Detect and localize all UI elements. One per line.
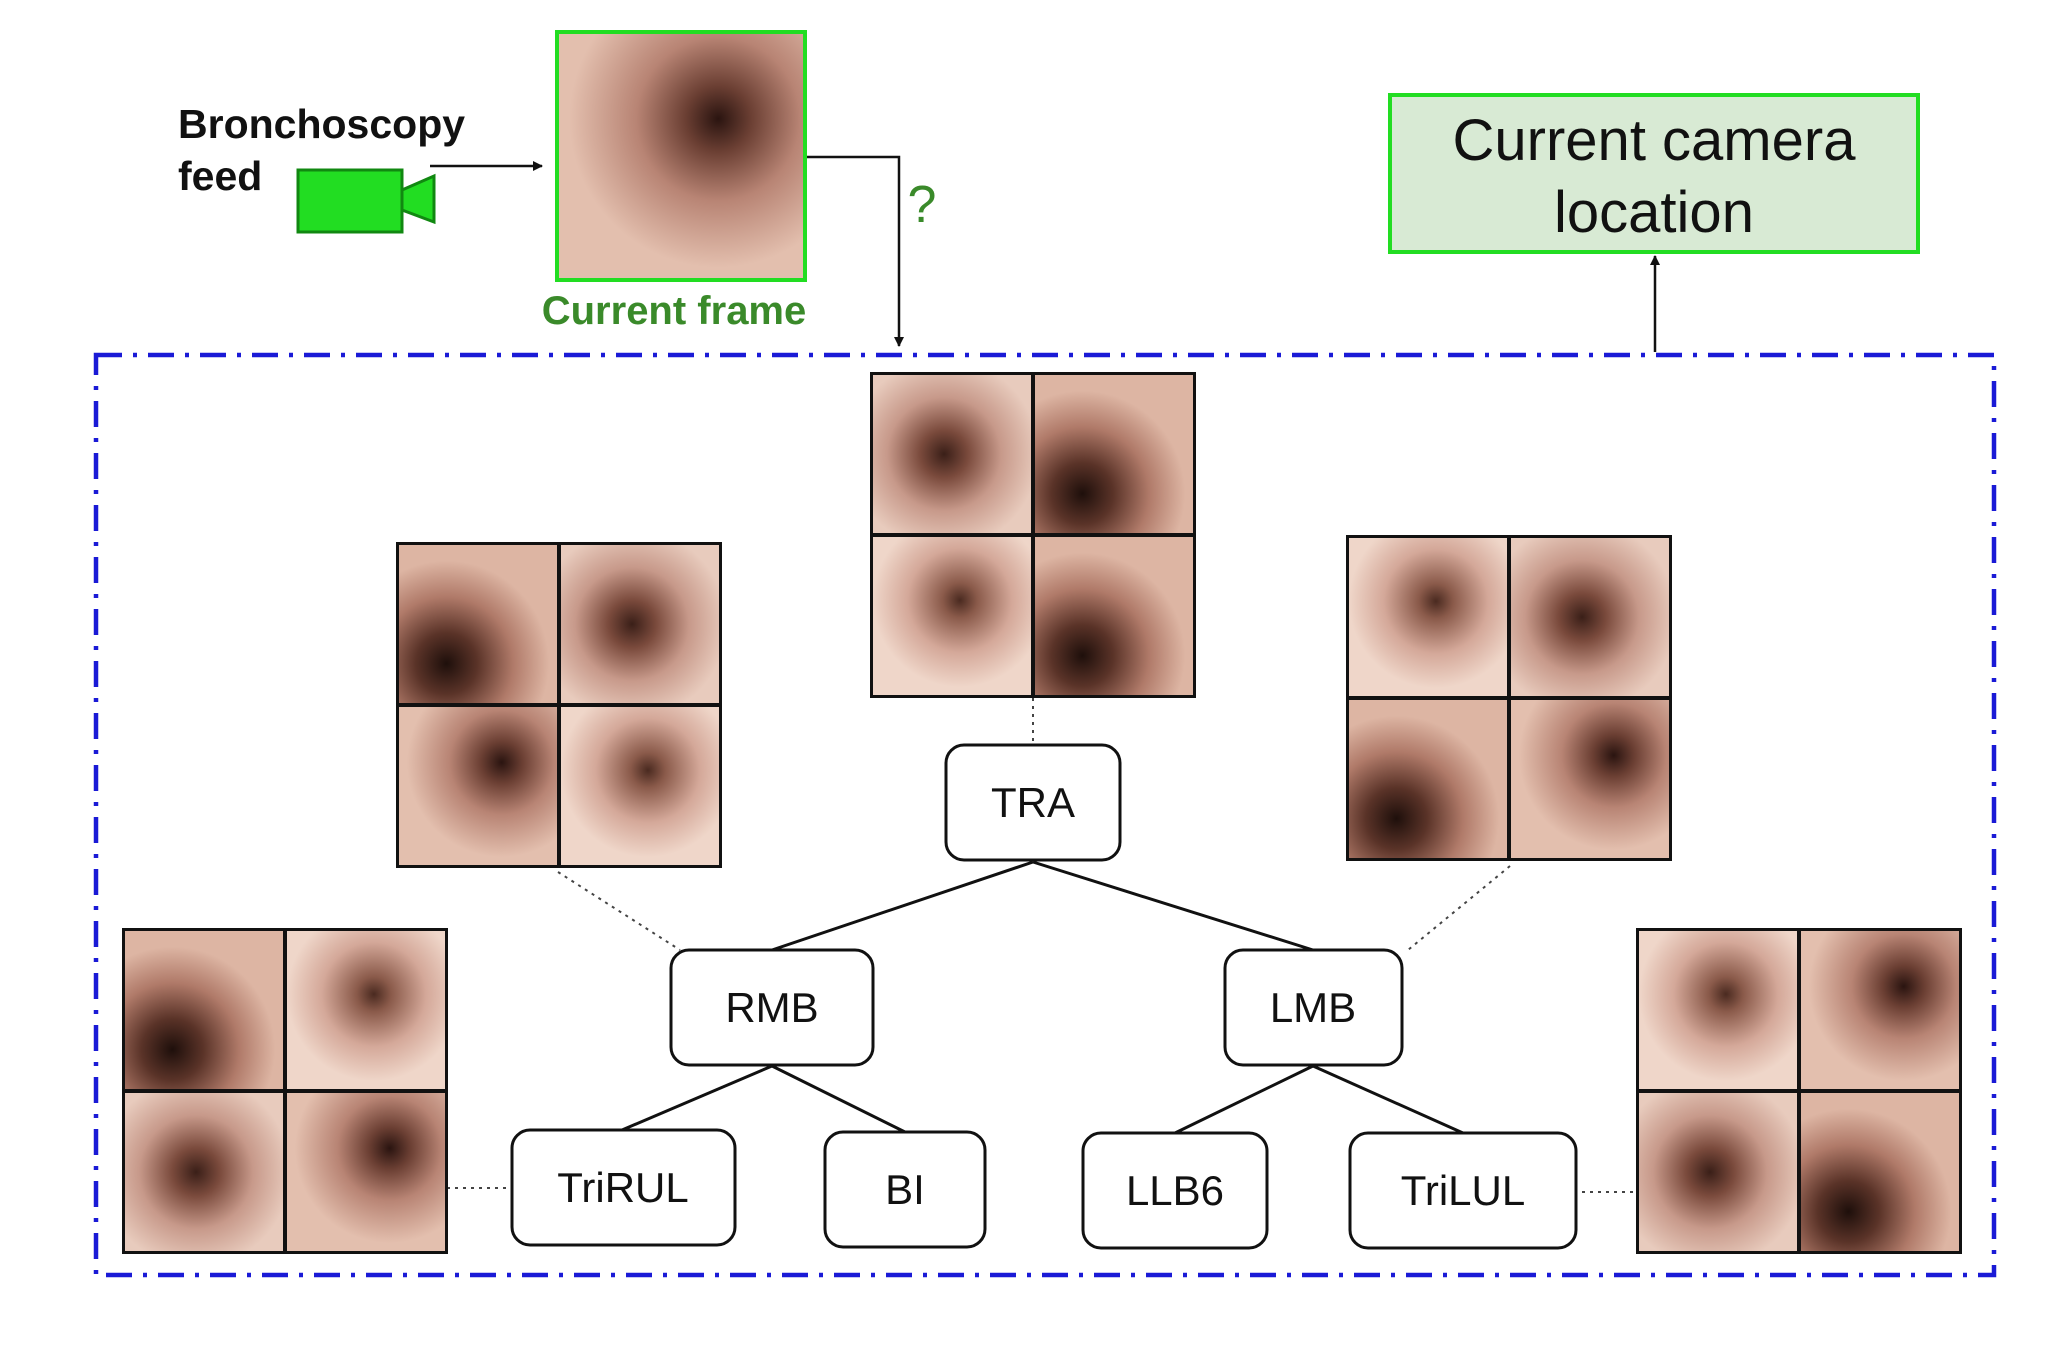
mosaic-tile <box>1349 538 1507 696</box>
localization-module-border <box>93 352 1997 1278</box>
mosaic-rmb <box>396 542 722 868</box>
current-frame-image <box>555 30 807 282</box>
node-tra: TRA <box>944 743 1122 862</box>
node-trirul: TriRUL <box>510 1128 737 1247</box>
tree-edges <box>621 860 1464 1135</box>
mosaic-tile <box>125 1093 283 1251</box>
mosaic-tile <box>1801 931 1959 1089</box>
edge-rmb-bi <box>771 1064 906 1134</box>
image-node-connectors <box>447 698 1635 1193</box>
mosaic-tile <box>287 931 445 1089</box>
mosaic-tile <box>1349 700 1507 858</box>
output-label-line2: location <box>1554 180 1754 245</box>
node-trilul: TriLUL <box>1348 1131 1578 1250</box>
feed-label-line2: feed <box>178 153 262 199</box>
mosaic-tile <box>873 537 1031 695</box>
mosaic-tile <box>1639 1093 1797 1251</box>
query-arrow <box>807 155 904 347</box>
mosaic-tile <box>1035 375 1193 533</box>
query-mark: ? <box>908 176 937 234</box>
connector-lmb <box>1407 865 1511 951</box>
mosaic-tile <box>1801 1093 1959 1251</box>
mosaic-tile <box>125 931 283 1089</box>
node-llb6-label: LLB6 <box>1126 1167 1224 1214</box>
node-lmb-label: LMB <box>1270 984 1356 1031</box>
connector-rmb <box>557 871 681 951</box>
node-tra-label: TRA <box>991 779 1075 826</box>
edge-tra-rmb <box>771 860 1034 952</box>
node-bi: BI <box>823 1130 987 1249</box>
node-trirul-label: TriRUL <box>557 1164 688 1211</box>
node-rmb-label: RMB <box>725 984 818 1031</box>
feed-label-line1: Bronchoscopy <box>178 101 465 147</box>
mosaic-tra <box>870 372 1196 698</box>
mosaic-tile <box>399 707 557 865</box>
mosaic-tile <box>561 707 719 865</box>
node-trilul-label: TriLUL <box>1401 1167 1525 1214</box>
node-bi-label: BI <box>885 1166 925 1213</box>
node-rmb: RMB <box>669 948 875 1067</box>
mosaic-tile <box>1035 537 1193 695</box>
mosaic-tile <box>873 375 1031 533</box>
node-lmb: LMB <box>1223 948 1404 1067</box>
mosaic-trilul <box>1636 928 1962 1254</box>
edge-rmb-trirul <box>621 1064 773 1132</box>
edge-tra-lmb <box>1032 860 1314 952</box>
mosaic-lmb <box>1346 535 1672 861</box>
mosaic-tile <box>399 545 557 703</box>
mosaic-trirul <box>122 928 448 1254</box>
mosaic-tile <box>1639 931 1797 1089</box>
mosaic-tile <box>1511 538 1669 696</box>
node-llb6: LLB6 <box>1081 1131 1269 1250</box>
output-label-line1: Current camera <box>1453 108 1857 173</box>
mosaic-tile <box>1511 700 1669 858</box>
output-box: Current camera location <box>1388 93 1920 254</box>
edge-lmb-trilul <box>1312 1064 1464 1135</box>
edge-lmb-llb6 <box>1174 1064 1314 1135</box>
current-frame-caption: Current frame <box>542 289 807 333</box>
mosaic-tile <box>287 1093 445 1251</box>
video-camera-icon <box>296 168 436 234</box>
mosaic-tile <box>561 545 719 703</box>
